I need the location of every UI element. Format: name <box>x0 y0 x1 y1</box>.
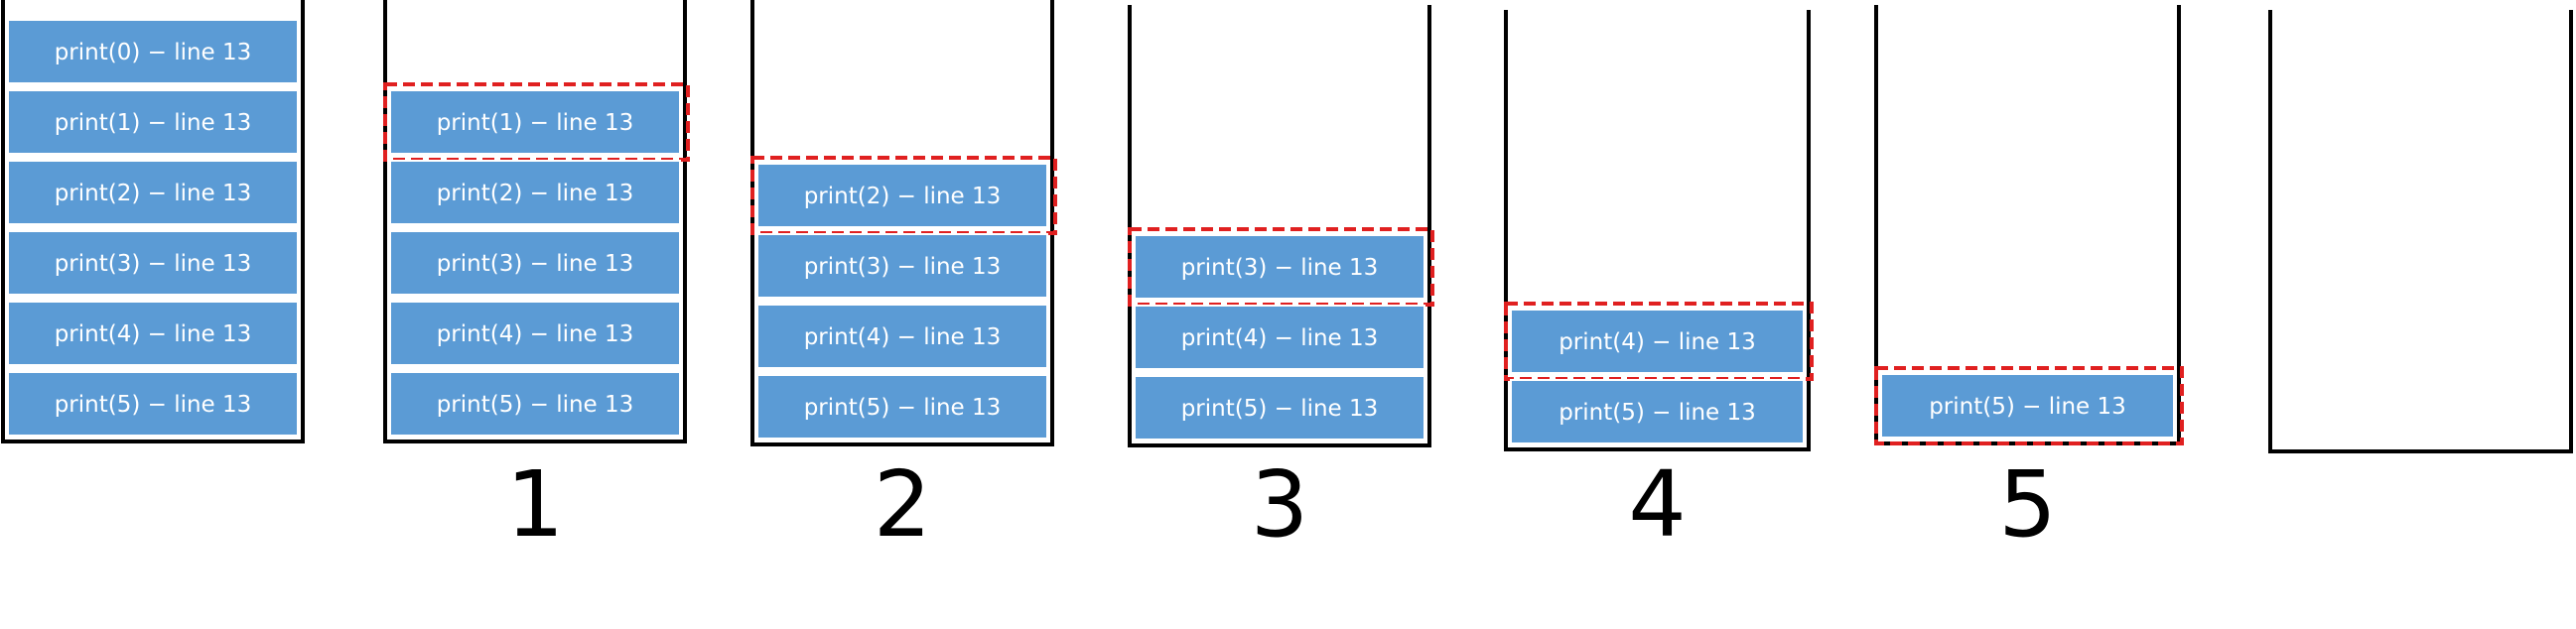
stack-frame: print(0) − line 13 <box>7 19 299 84</box>
stack-container-outline <box>1 0 305 443</box>
stack-frame: print(4) − line 13 <box>1134 305 1425 370</box>
stack-frame-box <box>1510 309 1805 374</box>
stack-frame: print(5) − line 13 <box>389 371 681 437</box>
stack-frame-box <box>7 230 299 296</box>
stack-frame-box <box>756 163 1048 228</box>
stack-1: print(1) − line 13 print(2) − line 13 prin… <box>383 0 690 558</box>
stack-frame-box <box>389 301 681 366</box>
stack-frame: print(5) − line 13 <box>756 374 1048 440</box>
stack-frame-box <box>756 374 1048 440</box>
step-number-label: 4 <box>1628 451 1687 558</box>
stack-frame-box <box>7 19 299 84</box>
stack-frame-box <box>389 371 681 437</box>
stack-frame: print(2) − line 13 <box>7 160 299 225</box>
stack-frame-box <box>389 230 681 296</box>
stack-frame-label: print(3) − line 13 <box>55 251 252 277</box>
stack-2: print(2) − line 13 print(3) − line 13 prin… <box>750 0 1057 558</box>
step-number-label: 1 <box>506 451 565 558</box>
stack-frame-label: print(4) − line 13 <box>55 321 252 347</box>
stack-frame: print(3) − line 13 <box>389 230 681 296</box>
stack-frame-label: print(5) − line 13 <box>55 392 252 418</box>
stack-6 <box>2268 10 2573 453</box>
step-number-label: 2 <box>874 451 932 558</box>
stack-container-outline <box>1504 10 1811 451</box>
stack-frame: print(3) − line 13 <box>7 230 299 296</box>
top-frame-highlight <box>1874 366 2184 445</box>
stack-frame: print(1) − line 13 <box>389 89 681 155</box>
stack-frame-box <box>1880 373 2175 439</box>
stack-frame-label: print(3) − line 13 <box>437 251 634 277</box>
stack-frame-label: print(2) − line 13 <box>55 181 252 206</box>
stack-frame-box <box>1510 379 1805 444</box>
stack-frame-label: print(5) − line 13 <box>804 395 1002 421</box>
stack-frame: print(5) − line 13 <box>1134 375 1425 440</box>
stack-frame-box <box>756 233 1048 299</box>
stack-5: print(5) − line 13 5 <box>1874 5 2184 558</box>
stack-frame-label: print(5) − line 13 <box>1559 400 1756 426</box>
stack-frame-label: print(4) − line 13 <box>1559 329 1756 355</box>
stack-frame: print(2) − line 13 <box>389 160 681 225</box>
stack-frame-label: print(5) − line 13 <box>1181 396 1379 422</box>
stack-frame-box <box>7 371 299 437</box>
stack-frame-box <box>7 160 299 225</box>
stack-frame-label: print(4) − line 13 <box>437 321 634 347</box>
stack-frame: print(4) − line 13 <box>1510 309 1805 374</box>
stack-frame-box <box>1134 375 1425 440</box>
stack-container-outline <box>750 0 1054 446</box>
stack-container-outline <box>2268 10 2573 453</box>
stack-frame: print(4) − line 13 <box>389 301 681 366</box>
step-number-label: 5 <box>1998 451 2057 558</box>
stack-frame-label: print(0) − line 13 <box>55 40 252 65</box>
stack-frame: print(1) − line 13 <box>7 89 299 155</box>
stack-frame: print(3) − line 13 <box>1134 234 1425 300</box>
stack-frame-label: print(1) − line 13 <box>55 110 252 136</box>
stack-frame-box <box>7 89 299 155</box>
stack-frame-label: print(4) − line 13 <box>1181 325 1379 351</box>
stack-frame-label: print(5) − line 13 <box>437 392 634 418</box>
stack-frame-box <box>7 301 299 366</box>
stack-3: print(3) − line 13 print(4) − line 13 prin… <box>1128 5 1434 558</box>
step-number-label: 3 <box>1251 451 1309 558</box>
stack-frame-label: print(5) − line 13 <box>1929 394 2126 420</box>
stack-frame-label: print(1) − line 13 <box>437 110 634 136</box>
stack-container-outline <box>1874 5 2181 445</box>
stack-0: print(0) − line 13 print(1) − line 13 prin… <box>1 0 305 443</box>
stack-frame: print(4) − line 13 <box>7 301 299 366</box>
top-frame-highlight <box>1504 302 1814 381</box>
stack-frame-box <box>1134 234 1425 300</box>
stack-frame-box <box>389 89 681 155</box>
stack-frame: print(4) − line 13 <box>756 304 1048 369</box>
stack-frame: print(2) − line 13 <box>756 163 1048 228</box>
stack-frame: print(5) − line 13 <box>7 371 299 437</box>
stack-4: print(4) − line 13 print(5) − line 13 4 <box>1504 10 1814 558</box>
stack-frame: print(5) − line 13 <box>1510 379 1805 444</box>
stack-frame: print(5) − line 13 <box>1880 373 2175 439</box>
stack-frame-box <box>389 160 681 225</box>
stack-container-outline <box>383 0 687 443</box>
stack-container-outline <box>1128 5 1431 447</box>
stack-frame-box <box>1134 305 1425 370</box>
stack-frame-label: print(3) − line 13 <box>1181 255 1379 281</box>
stack-frame-box <box>756 304 1048 369</box>
stack-frame-label: print(4) − line 13 <box>804 324 1002 350</box>
stack-frame-label: print(2) − line 13 <box>804 184 1002 209</box>
stack-frame-label: print(2) − line 13 <box>437 181 634 206</box>
stack-frame: print(3) − line 13 <box>756 233 1048 299</box>
stack-frame-label: print(3) − line 13 <box>804 254 1002 280</box>
